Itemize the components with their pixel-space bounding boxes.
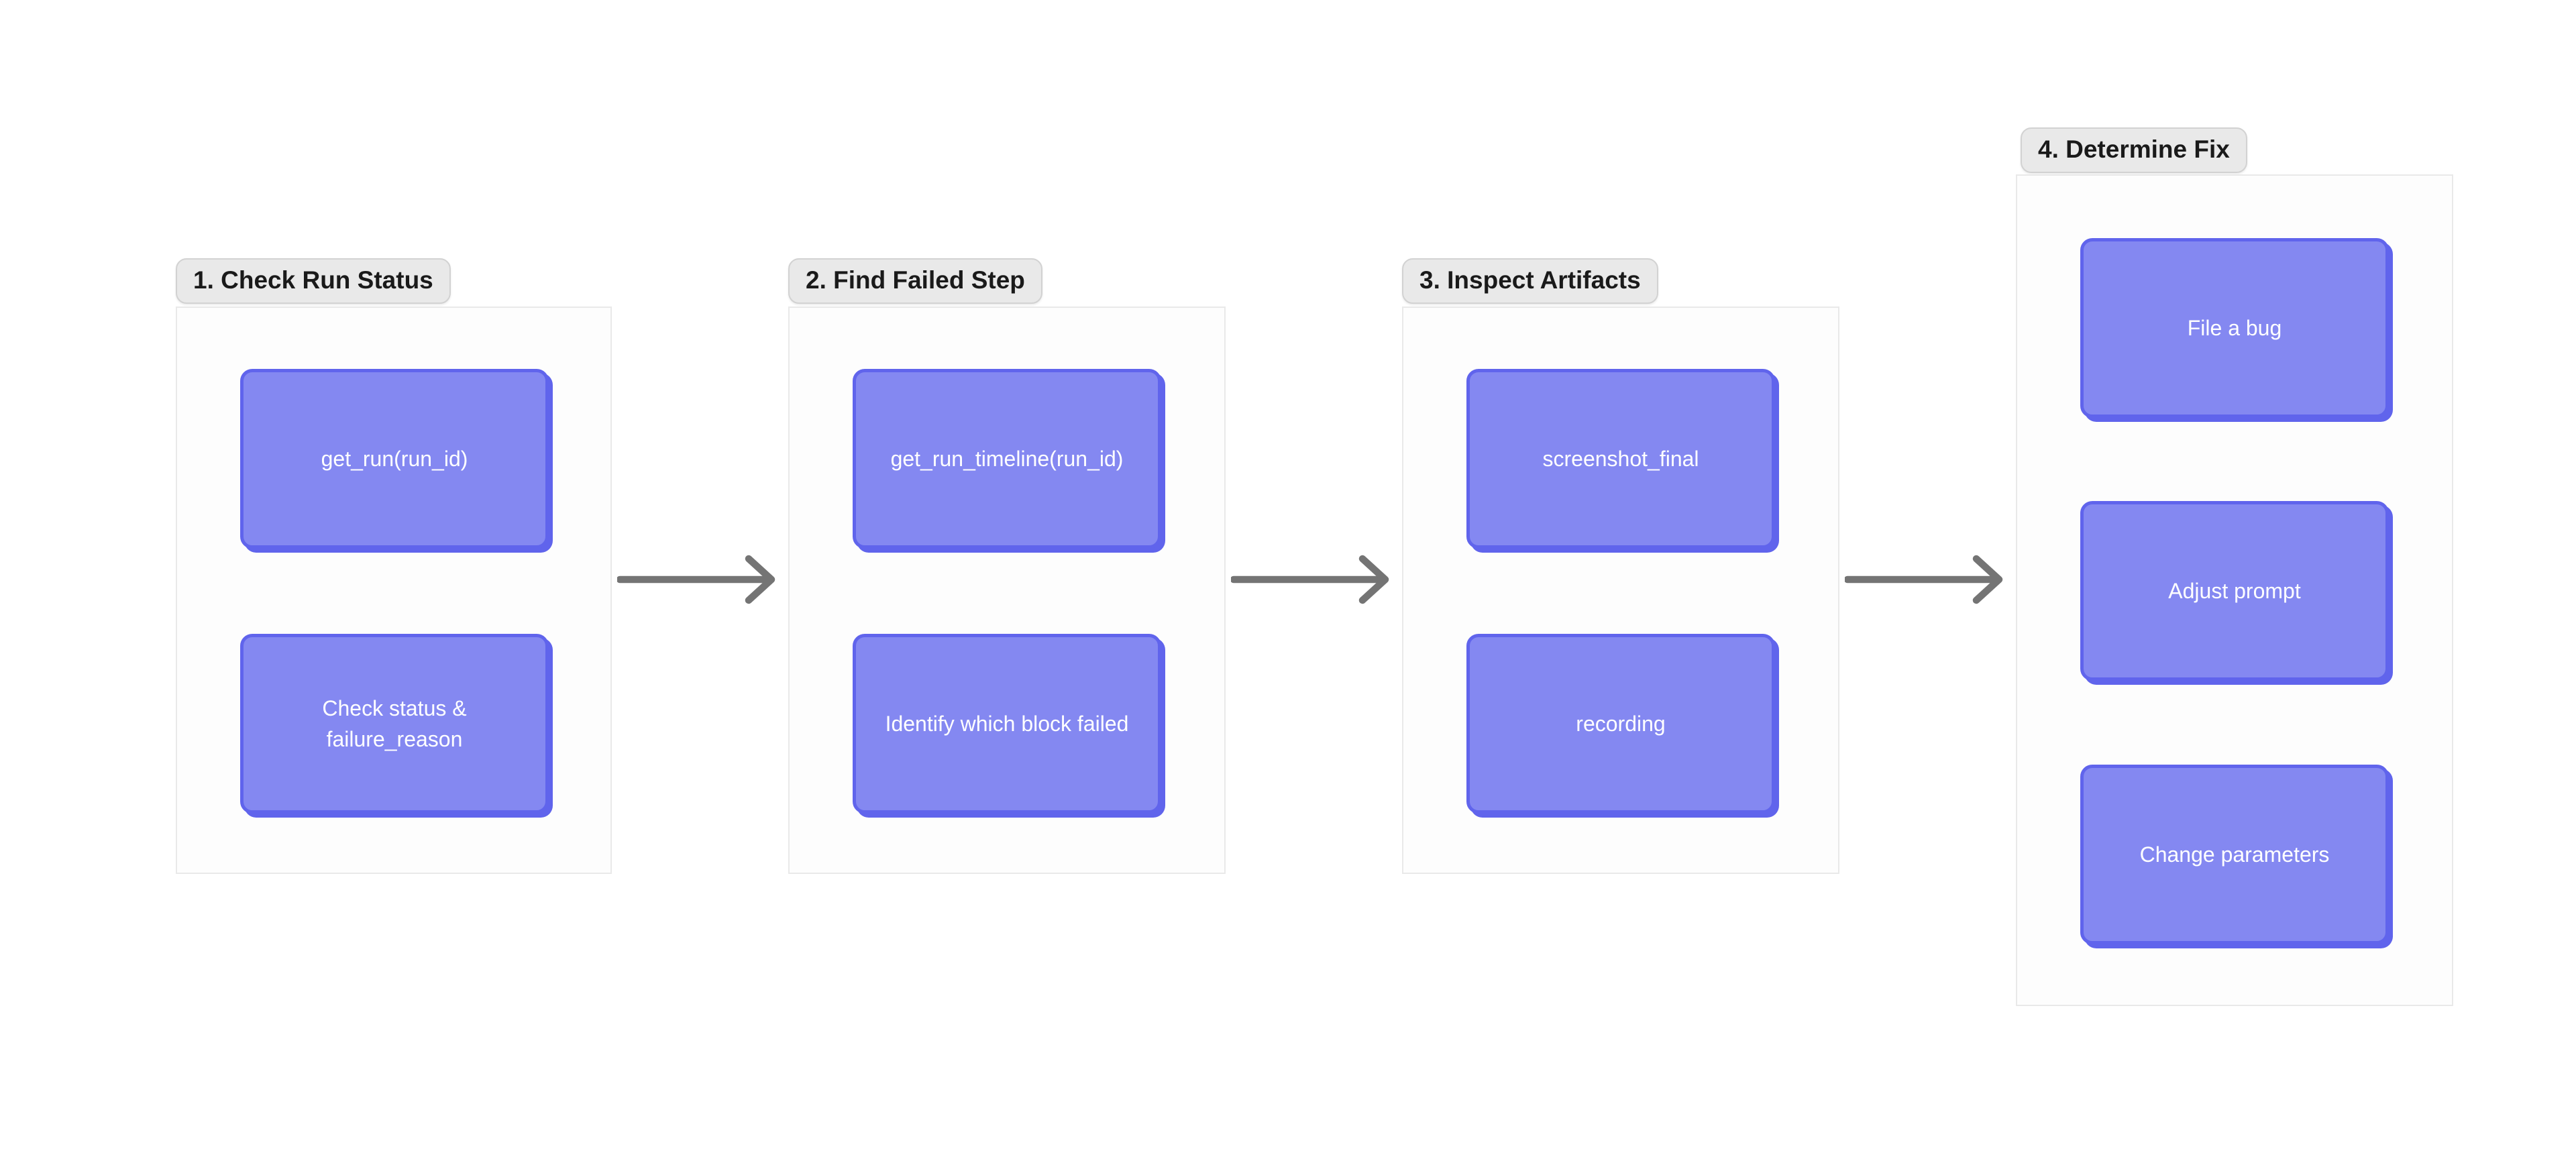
node-identify-which-block-failed[interactable]: Identify which block failed: [853, 634, 1161, 814]
node-get-run[interactable]: get_run(run_id): [240, 369, 549, 549]
node-label: recording: [1576, 711, 1666, 736]
flow-arrow-step1-to-step2: [617, 555, 775, 604]
step-label-inspect-artifacts[interactable]: 3. Inspect Artifacts: [1402, 258, 1658, 305]
node-label: screenshot_final: [1542, 446, 1699, 471]
node-check-status-failure-reason[interactable]: Check status & failure_reason: [240, 634, 549, 814]
node-screenshot-final[interactable]: screenshot_final: [1466, 369, 1775, 549]
node-label: Adjust prompt: [2168, 578, 2301, 603]
group-frame-determine-fix: File a bug Adjust prompt Change paramete…: [2016, 174, 2453, 1006]
node-get-run-timeline[interactable]: get_run_timeline(run_id): [853, 369, 1161, 549]
flow-arrow-step2-to-step3: [1231, 555, 1389, 604]
node-adjust-prompt[interactable]: Adjust prompt: [2080, 501, 2389, 681]
node-label: Change parameters: [2139, 842, 2330, 867]
node-recording[interactable]: recording: [1466, 634, 1775, 814]
node-file-a-bug[interactable]: File a bug: [2080, 238, 2389, 418]
step-label-find-failed-step[interactable]: 2. Find Failed Step: [788, 258, 1042, 305]
flow-arrow-step3-to-step4: [1845, 555, 2003, 604]
node-label: get_run(run_id): [321, 446, 468, 471]
node-label: File a bug: [2187, 315, 2282, 340]
node-label: Identify which block failed: [885, 711, 1129, 736]
node-change-parameters[interactable]: Change parameters: [2080, 765, 2389, 944]
step-label-check-run-status[interactable]: 1. Check Run Status: [176, 258, 451, 305]
node-label: get_run_timeline(run_id): [890, 446, 1124, 471]
group-frame-find-failed-step: get_run_timeline(run_id) Identify which …: [788, 307, 1226, 874]
node-label: Check status & failure_reason: [322, 696, 467, 751]
group-frame-inspect-artifacts: screenshot_final recording: [1402, 307, 1839, 874]
step-label-determine-fix[interactable]: 4. Determine Fix: [2021, 127, 2247, 174]
group-frame-check-run-status: get_run(run_id) Check status & failure_r…: [176, 307, 612, 874]
